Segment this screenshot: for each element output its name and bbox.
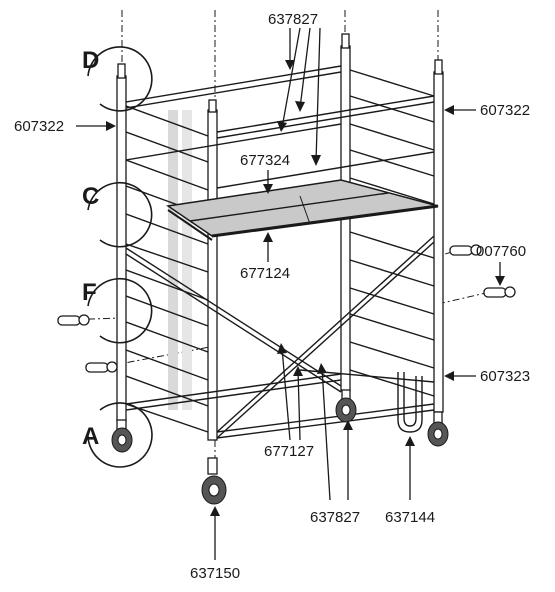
- castor-back-right: [427, 411, 449, 447]
- callout-d-letter: D: [82, 47, 99, 74]
- castor-back-center: [335, 389, 357, 423]
- clip-right-lower: [483, 286, 516, 298]
- diagonal-braces: [125, 235, 435, 439]
- right-end-frame: [340, 33, 444, 413]
- label-007760: 007760: [476, 243, 526, 260]
- label-right-607322: 607322: [480, 102, 530, 119]
- label-637150: 637150: [190, 565, 240, 582]
- top-horizontal-braces: [125, 65, 435, 189]
- detail-callouts: D C F A: [82, 46, 153, 468]
- label-left-607322: 607322: [14, 118, 64, 135]
- label-677324: 677324: [240, 152, 290, 169]
- clip-left-lower: [85, 361, 118, 373]
- callout-c-letter: C: [82, 183, 99, 210]
- toe-clips: [57, 244, 516, 373]
- callout-f-letter: F: [82, 279, 97, 306]
- callout-a-letter: A: [82, 423, 99, 450]
- castors: [111, 389, 449, 505]
- label-607323: 607323: [480, 368, 530, 385]
- label-top-637827: 637827: [268, 11, 318, 28]
- part-number-labels: 637827 607322 607322 677324 677124 00776…: [14, 11, 530, 582]
- leader-arrows: [76, 27, 505, 560]
- platform: [165, 179, 439, 241]
- label-677127: 677127: [264, 443, 314, 460]
- label-lower-637827: 637827: [310, 509, 360, 526]
- clip-left-upper: [57, 314, 90, 326]
- castor-front-center: [201, 457, 227, 505]
- label-637144: 637144: [385, 509, 435, 526]
- stabiliser-bar: [397, 372, 423, 433]
- castor-front-left: [111, 419, 133, 453]
- callout-a-circle: [87, 402, 153, 468]
- clip-right-upper: [449, 244, 482, 256]
- label-677124: 677124: [240, 265, 290, 282]
- callout-f-circle: [87, 277, 153, 344]
- callout-c-circle: [87, 181, 153, 248]
- callout-d-circle: [87, 46, 153, 112]
